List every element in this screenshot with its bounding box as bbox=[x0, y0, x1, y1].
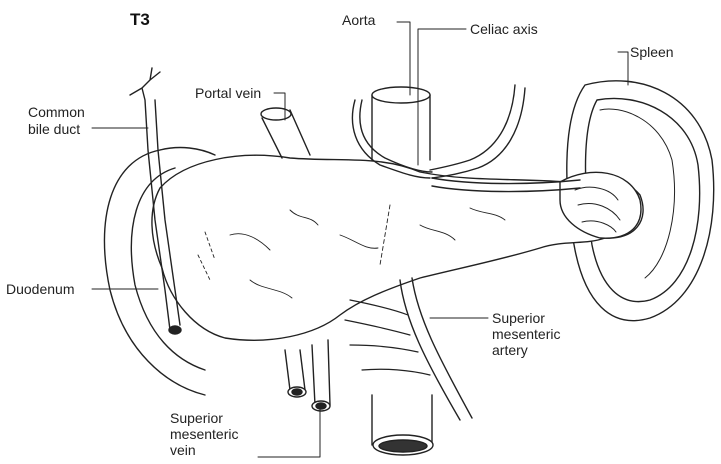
stage-title: T3 bbox=[130, 10, 150, 30]
label-sma-line2: mesenteric bbox=[492, 326, 560, 342]
label-common-bile-duct-line2: bile duct bbox=[28, 121, 80, 137]
pancreas-shape bbox=[152, 155, 643, 340]
label-spleen: Spleen bbox=[630, 44, 674, 60]
label-smv-line3: vein bbox=[170, 442, 196, 458]
label-sma-line1: Superior bbox=[492, 310, 545, 326]
label-smv-line1: Superior bbox=[170, 410, 223, 426]
label-sma-line3: artery bbox=[492, 342, 528, 358]
smv-shape bbox=[285, 340, 330, 411]
label-smv-line2: mesenteric bbox=[170, 426, 238, 442]
label-aorta: Aorta bbox=[342, 12, 375, 28]
label-celiac-axis: Celiac axis bbox=[470, 21, 538, 37]
label-common-bile-duct-line1: Common bbox=[28, 104, 85, 120]
label-portal-vein: Portal vein bbox=[195, 85, 261, 101]
label-duodenum: Duodenum bbox=[6, 281, 75, 297]
